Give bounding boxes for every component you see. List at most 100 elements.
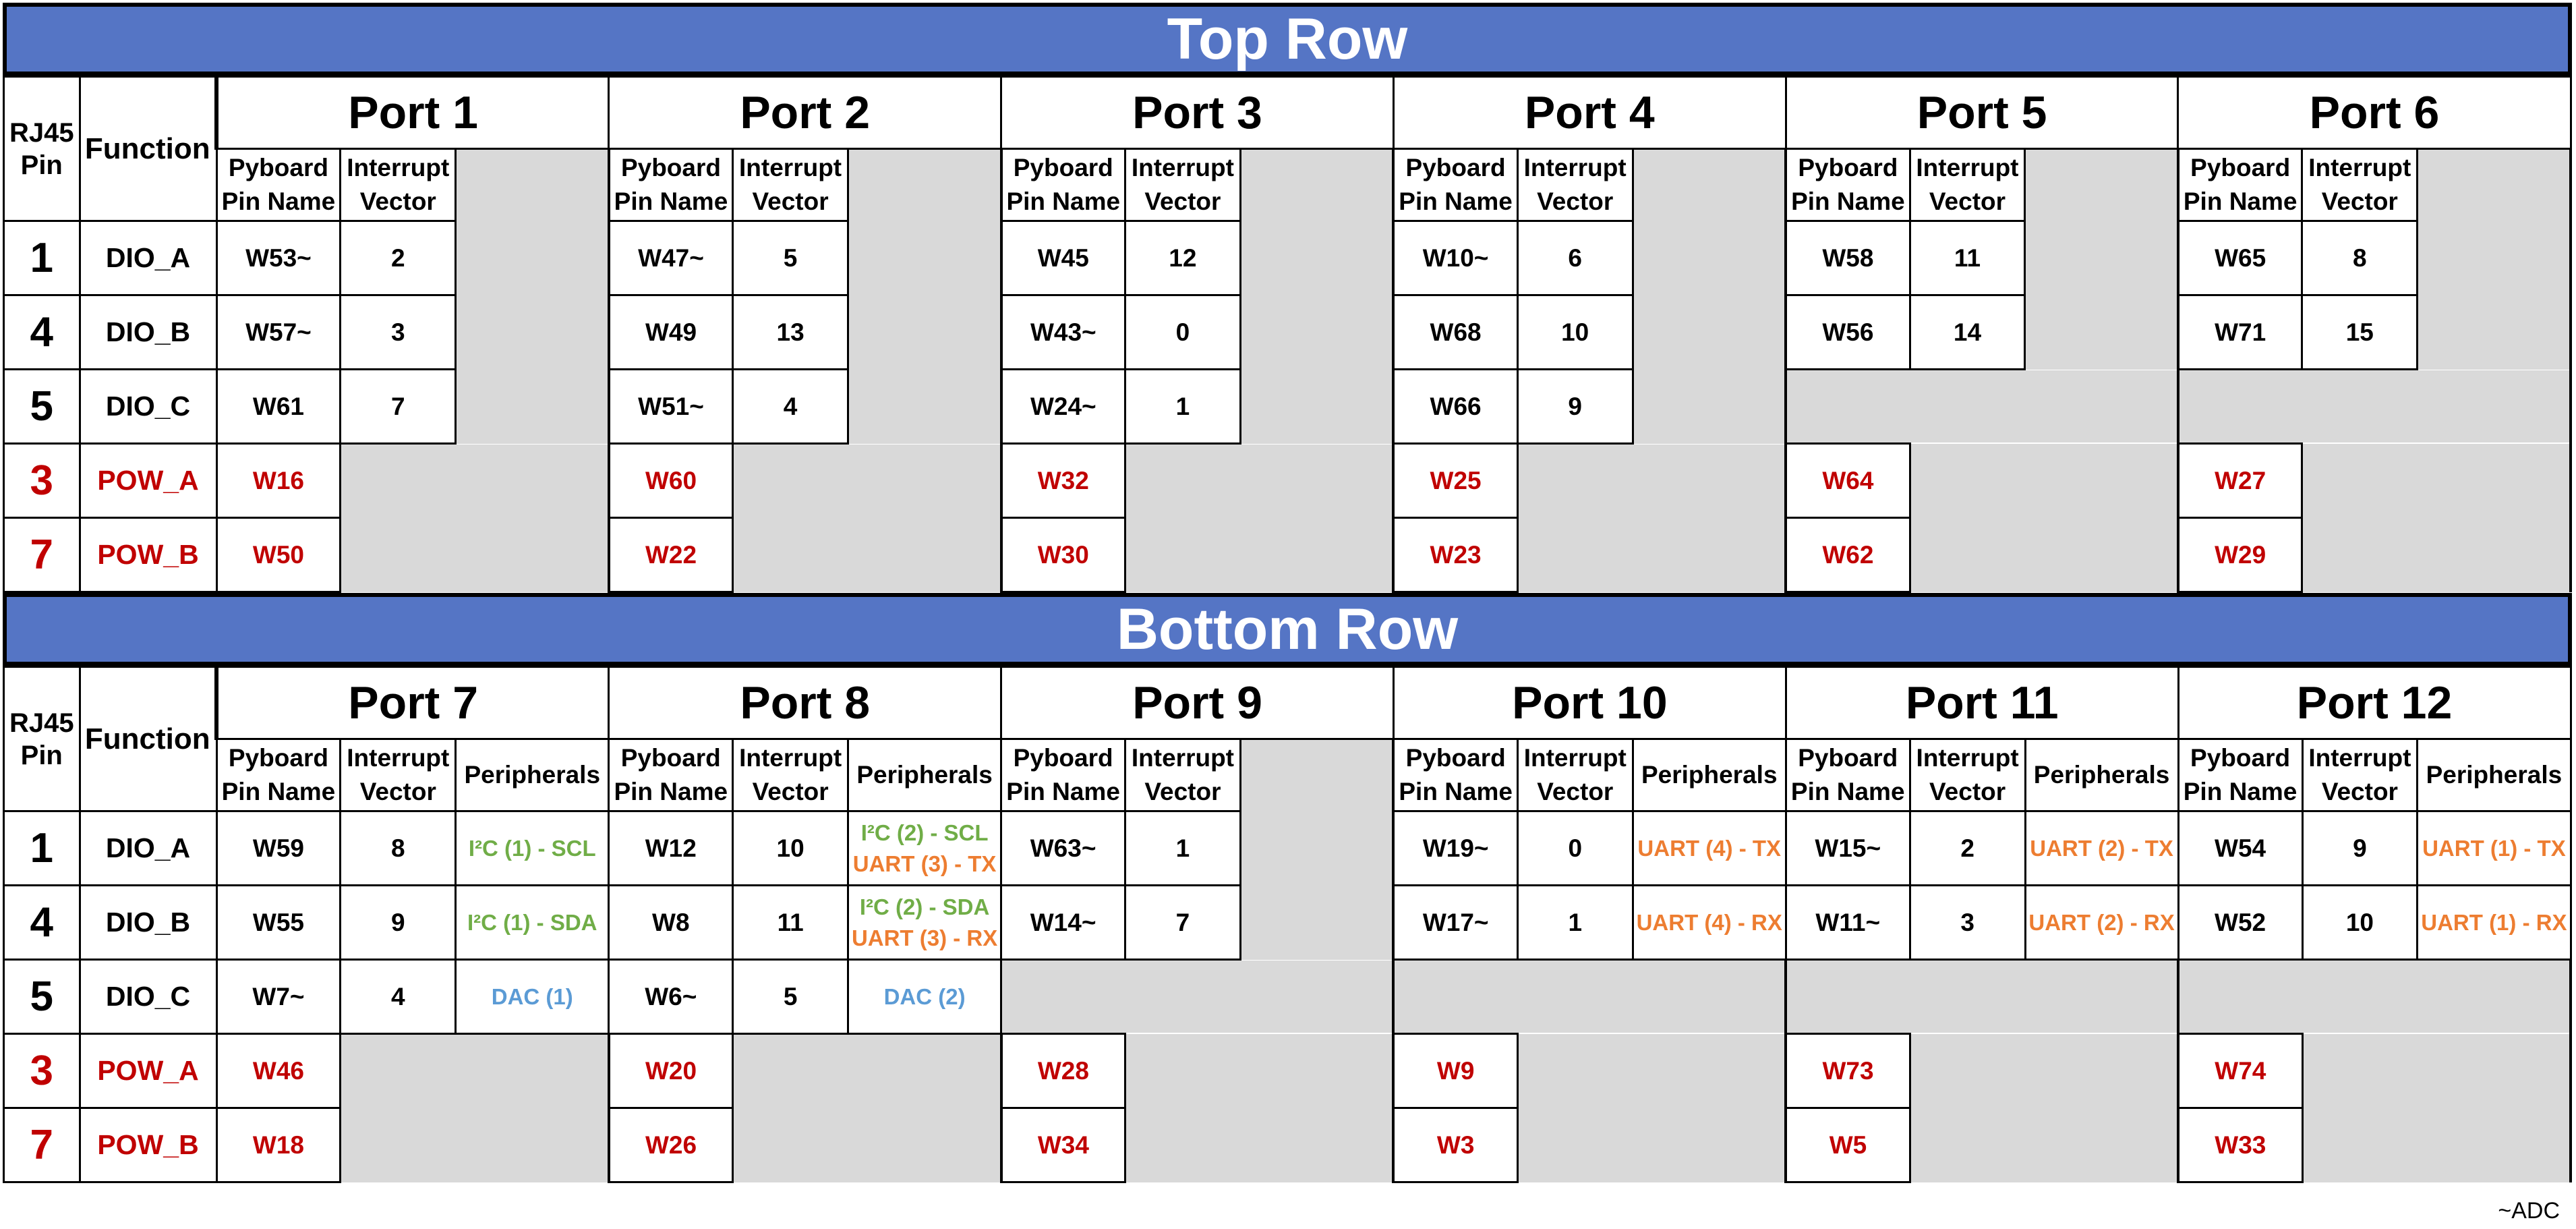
empty-cell	[846, 295, 1003, 370]
pyboard-pin-name: W7~	[215, 959, 342, 1035]
empty-cell	[732, 443, 1003, 518]
pyboard-pin-name-header: Pyboard Pin Name	[2177, 148, 2304, 222]
empty-cell	[732, 1033, 1003, 1108]
empty-cell	[1516, 1033, 1788, 1108]
pyboard-pin-name: W24~	[1000, 368, 1126, 445]
empty-cell	[339, 1033, 610, 1108]
interrupt-vector: 7	[339, 368, 457, 445]
rj45-pin-number: 7	[3, 517, 81, 593]
pyboard-pin-name: W45	[1000, 220, 1126, 296]
port-header: Port 8	[608, 666, 1003, 740]
pyboard-pin-name: W68	[1392, 294, 1519, 370]
empty-cell	[732, 517, 1003, 592]
pyboard-pin-name: W73	[1784, 1033, 1911, 1109]
peripherals-header: Peripherals	[455, 738, 610, 812]
rj45-pin-number: 4	[3, 884, 81, 961]
pyboard-pin-name: W29	[2177, 517, 2304, 593]
pyboard-pin-name: W15~	[1784, 810, 1911, 886]
rj45-pin-number: 1	[3, 220, 81, 296]
empty-cell	[1000, 959, 1395, 1034]
peripheral-label: UART (3) - RX	[851, 925, 998, 950]
function-header: Function	[78, 666, 218, 812]
pyboard-pin-name-header: Pyboard Pin Name	[215, 148, 342, 222]
interrupt-vector: 14	[1908, 294, 2026, 370]
pyboard-pin-name-header: Pyboard Pin Name	[1392, 738, 1519, 812]
interrupt-vector: 3	[1908, 884, 2026, 961]
port-header: Port 5	[1784, 76, 2179, 150]
port-header: Port 11	[1784, 666, 2179, 740]
rj45-pin-number: 3	[3, 1033, 81, 1109]
interrupt-vector: 1	[1123, 368, 1241, 445]
port-header: Port 9	[1000, 666, 1395, 740]
rj45-pin-header: RJ45 Pin	[3, 666, 81, 812]
empty-cell	[455, 148, 610, 221]
interrupt-vector: 1	[1124, 810, 1241, 886]
empty-cell	[455, 369, 610, 444]
empty-cell	[1908, 1108, 2180, 1182]
function-name: DIO_A	[78, 810, 218, 886]
empty-cell	[732, 1108, 1003, 1182]
interrupt-vector-header: Interrupt Vector	[1124, 738, 1241, 812]
rj45-pin-number: 1	[3, 810, 81, 886]
empty-cell	[1239, 811, 1395, 886]
empty-cell	[1631, 295, 1788, 370]
interrupt-vector: 10	[2301, 884, 2419, 961]
interrupt-vector: 9	[2301, 810, 2419, 886]
function-name: POW_A	[78, 442, 218, 519]
empty-cell	[1239, 295, 1395, 370]
pyboard-pin-name: W53~	[215, 220, 342, 296]
peripheral-label: I²C (2) - SCL	[860, 820, 989, 845]
empty-cell	[2416, 221, 2573, 295]
empty-cell	[1239, 739, 1395, 811]
interrupt-vector-header: Interrupt Vector	[1908, 738, 2026, 812]
interrupt-vector-header: Interrupt Vector	[339, 738, 457, 812]
empty-cell	[1516, 443, 1788, 518]
peripherals-cell: UART (2) - RX	[2024, 884, 2179, 961]
rj45-pin-number: 4	[3, 294, 81, 370]
function-name: DIO_A	[78, 220, 218, 296]
pyboard-pin-name: W3	[1392, 1107, 1519, 1183]
empty-cell	[1239, 221, 1395, 295]
empty-cell	[339, 1108, 610, 1182]
peripheral-label: UART (2) - TX	[2030, 835, 2173, 861]
empty-cell	[1631, 148, 1788, 221]
interrupt-vector-header: Interrupt Vector	[1123, 148, 1241, 222]
pyboard-pin-name-header: Pyboard Pin Name	[2177, 738, 2304, 812]
port-header: Port 7	[214, 666, 610, 740]
empty-cell	[2024, 221, 2179, 295]
interrupt-vector-header: Interrupt Vector	[2301, 738, 2419, 812]
pyboard-pin-name: W51~	[608, 368, 734, 445]
empty-cell	[1908, 1033, 2180, 1108]
pyboard-pin-name: W54	[2177, 810, 2304, 886]
pyboard-pin-name: W17~	[1392, 884, 1519, 961]
interrupt-vector: 1	[1516, 884, 1634, 961]
pyboard-pin-name-header: Pyboard Pin Name	[1000, 148, 1126, 222]
rj45-pin-number: 5	[3, 368, 81, 445]
pyboard-pin-name: W14~	[1000, 884, 1127, 961]
port-header: Port 2	[608, 76, 1003, 150]
port-header: Port 6	[2177, 76, 2572, 150]
peripherals-cell: UART (4) - RX	[1631, 884, 1787, 961]
empty-cell	[2301, 517, 2573, 592]
empty-cell	[1239, 148, 1395, 221]
function-name: DIO_B	[78, 884, 218, 961]
empty-cell	[339, 517, 610, 592]
interrupt-vector-header: Interrupt Vector	[339, 148, 457, 222]
pyboard-pin-name: W74	[2177, 1033, 2304, 1109]
peripheral-label: I²C (2) - SDA	[859, 894, 990, 919]
empty-cell	[1124, 1108, 1395, 1182]
function-name: POW_B	[78, 517, 218, 593]
peripherals-header: Peripherals	[2024, 738, 2179, 812]
pyboard-pin-name: W71	[2177, 294, 2304, 370]
peripheral-label: UART (1) - TX	[2422, 835, 2566, 861]
bottom-row-banner: Bottom Row	[3, 593, 2572, 666]
interrupt-vector: 10	[732, 810, 850, 886]
empty-cell	[2024, 295, 2179, 370]
interrupt-vector-header: Interrupt Vector	[2301, 148, 2419, 222]
